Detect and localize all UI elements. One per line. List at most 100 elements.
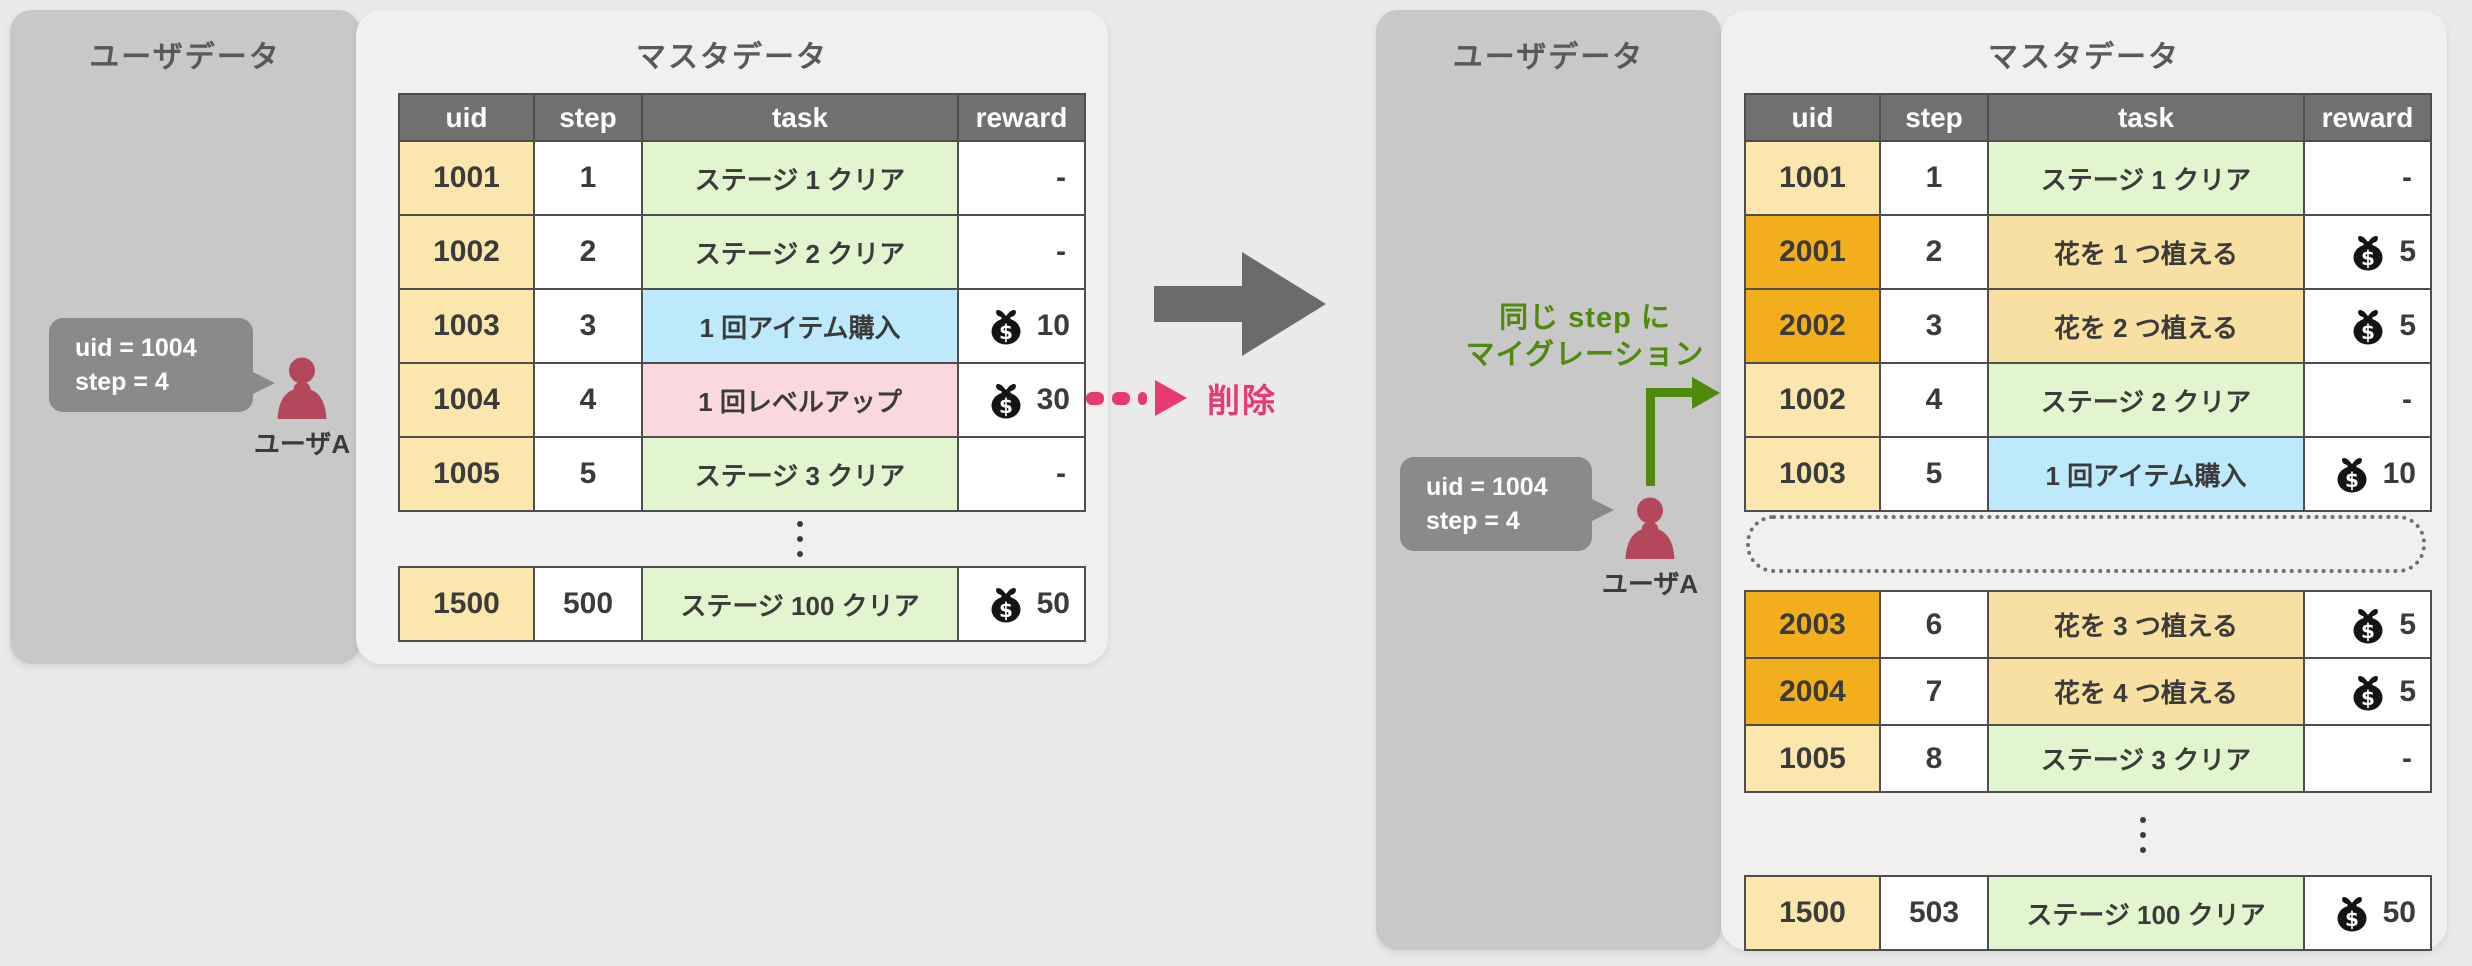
- reward-cell: $ 30: [959, 364, 1084, 436]
- step-cell: 1: [1881, 142, 1987, 214]
- svg-text:$: $: [2345, 907, 2359, 931]
- svg-text:$: $: [2361, 246, 2375, 270]
- column-header-task: task: [1989, 95, 2303, 140]
- task-cell: 花を 1 つ植える: [1989, 216, 2303, 288]
- task-cell: ステージ 1 クリア: [1989, 142, 2303, 214]
- step-cell: 8: [1881, 726, 1987, 791]
- reward-dash: -: [1056, 161, 1066, 194]
- uid-cell: 2004: [1746, 659, 1879, 724]
- step-cell: 2: [1881, 216, 1987, 288]
- master-data-title-right: マスタデータ: [1988, 41, 2180, 74]
- uid-cell: 1500: [400, 568, 533, 640]
- uid-cell: 1005: [1746, 726, 1879, 791]
- master-data-title-left: マスタデータ: [636, 41, 828, 74]
- money-bag-icon: $: [991, 587, 1021, 623]
- delete-dash: [1112, 391, 1130, 405]
- column-header-step: step: [535, 95, 641, 140]
- reward-value: 10: [1036, 309, 1070, 342]
- svg-text:$: $: [2361, 686, 2375, 710]
- step-cell: 5: [1881, 438, 1987, 510]
- reward-cell: -: [959, 142, 1084, 214]
- money-bag-icon: $: [2353, 608, 2383, 643]
- step-cell: 7: [1881, 659, 1987, 724]
- money-bag-icon: $: [2337, 896, 2367, 932]
- reward-value: 50: [1036, 587, 1070, 620]
- reward-cell: $ 5: [2305, 659, 2430, 724]
- step-cell: 3: [535, 290, 641, 362]
- column-header-task: task: [643, 95, 957, 140]
- column-header-step: step: [1881, 95, 1987, 140]
- migration-arrow-stem: [1646, 388, 1655, 486]
- delete-annotation: 削除: [1086, 374, 1277, 422]
- column-header-uid: uid: [400, 95, 533, 140]
- speech-bubble-right: uid = 1004 step = 4: [1400, 457, 1592, 551]
- step-cell: 4: [535, 364, 641, 436]
- money-bag-icon: $: [2353, 235, 2383, 271]
- reward-value: 10: [2382, 457, 2416, 490]
- migration-note-line2: マイグレーション: [1465, 339, 1705, 371]
- reward-dash: -: [1056, 235, 1066, 268]
- step-cell: 2: [535, 216, 641, 288]
- task-cell: 1 回アイテム購入: [643, 290, 957, 362]
- reward-cell: -: [959, 216, 1084, 288]
- flow-arrow-icon: [1154, 252, 1326, 356]
- reward-cell: -: [2305, 726, 2430, 791]
- bubble-tail-left: [251, 371, 275, 395]
- delete-dash: [1086, 391, 1104, 405]
- column-header-reward: reward: [2305, 95, 2430, 140]
- reward-value: 50: [2382, 896, 2416, 929]
- reward-dash: -: [2402, 383, 2412, 416]
- task-cell: 花を 2 つ植える: [1989, 290, 2303, 362]
- uid-cell: 1001: [400, 142, 533, 214]
- bubble-line-uid: uid = 1004: [75, 334, 197, 362]
- column-header-uid: uid: [1746, 95, 1879, 140]
- step-cell: 1: [535, 142, 641, 214]
- step-cell: 5: [535, 438, 641, 510]
- reward-cell: $ 5: [2305, 290, 2430, 362]
- money-bag-icon: $: [991, 309, 1021, 345]
- bubble-line-step: step = 4: [1426, 507, 1520, 535]
- money-bag-icon: $: [2337, 457, 2367, 493]
- column-header-reward: reward: [959, 95, 1084, 140]
- svg-text:$: $: [2361, 619, 2375, 643]
- task-cell: ステージ 3 クリア: [643, 438, 957, 510]
- step-cell: 4: [1881, 364, 1987, 436]
- bubble-line-uid: uid = 1004: [1426, 473, 1548, 501]
- step-cell: 3: [1881, 290, 1987, 362]
- uid-cell: 1002: [400, 216, 533, 288]
- reward-value: 30: [1036, 383, 1070, 416]
- reward-cell: -: [2305, 142, 2430, 214]
- money-bag-icon: $: [2353, 309, 2383, 345]
- migration-arrow-shaft: [1646, 388, 1694, 397]
- reward-cell: -: [959, 438, 1084, 510]
- reward-cell: -: [2305, 364, 2430, 436]
- user-data-title-left: ユーザデータ: [89, 41, 281, 74]
- reward-dash: -: [1056, 457, 1066, 490]
- user-a-label-right: ユーザA: [1601, 569, 1699, 599]
- user-avatar-icon: [1625, 497, 1675, 559]
- money-bag-icon: $: [2353, 675, 2383, 710]
- uid-cell: 1003: [1746, 438, 1879, 510]
- migration-arrow-icon: [1692, 377, 1720, 409]
- svg-text:$: $: [999, 320, 1013, 344]
- uid-cell: 1002: [1746, 364, 1879, 436]
- empty-row-placeholder: [1746, 515, 2426, 573]
- task-cell: ステージ 100 クリア: [1989, 877, 2303, 949]
- ellipsis-dots-left: [797, 521, 803, 557]
- migration-note-line1: 同じ step に: [1499, 302, 1671, 334]
- uid-cell: 1005: [400, 438, 533, 510]
- user-a-avatar-left: [270, 357, 334, 424]
- money-bag-icon: $: [991, 383, 1021, 419]
- svg-text:$: $: [999, 598, 1013, 622]
- task-cell: ステージ 3 クリア: [1989, 726, 2303, 791]
- step-cell: 503: [1881, 877, 1987, 949]
- uid-cell: 2003: [1746, 592, 1879, 657]
- reward-value: 5: [2399, 607, 2416, 641]
- reward-cell: $ 10: [959, 290, 1084, 362]
- reward-cell: $ 5: [2305, 216, 2430, 288]
